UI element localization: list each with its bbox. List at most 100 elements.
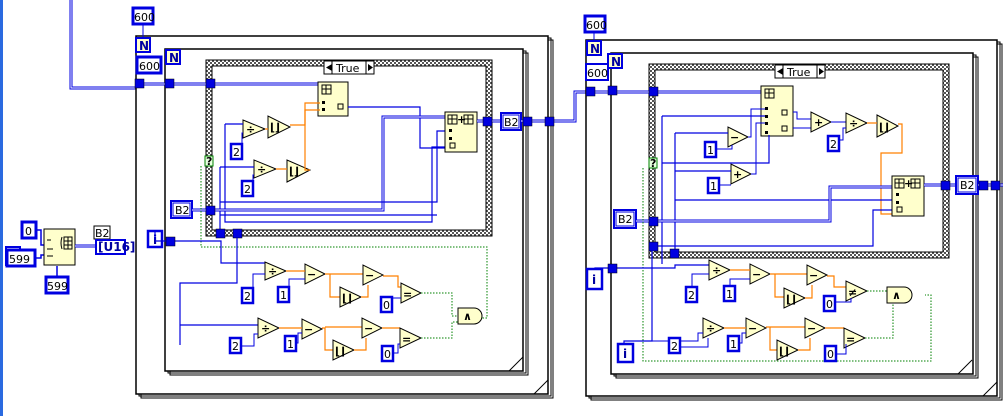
- outer-count-terminal[interactable]: [135, 37, 151, 53]
- svg-text:2: 2: [830, 138, 837, 151]
- floor-node[interactable]: [332, 339, 356, 361]
- divide-node[interactable]: [257, 317, 281, 339]
- case-selector-terminal[interactable]: [648, 157, 658, 169]
- numeric-constant[interactable]: [379, 295, 394, 314]
- loop-2: 600 N N 600 True +: [583, 14, 1003, 401]
- tunnel: [978, 180, 989, 191]
- and-node[interactable]: [886, 286, 913, 304]
- svg-text:÷: ÷: [849, 117, 858, 130]
- divide-node[interactable]: [242, 119, 267, 139]
- floor-node[interactable]: [776, 339, 800, 361]
- svg-text:599: 599: [47, 280, 68, 293]
- tunnel: [215, 228, 226, 239]
- numeric-constant[interactable]: [826, 134, 841, 153]
- case-selector[interactable]: True: [323, 60, 375, 75]
- tunnel: [232, 228, 243, 239]
- case-next-arrow-icon[interactable]: [819, 68, 824, 75]
- subtract-node[interactable]: [804, 317, 827, 339]
- loop-1: 600 N N 600 True: [69, 0, 590, 399]
- b2-local-variable-in[interactable]: [613, 209, 637, 229]
- tunnel: [669, 248, 680, 259]
- equal-node[interactable]: [399, 327, 423, 349]
- subtract-node[interactable]: [361, 317, 384, 339]
- initialize-array-node[interactable]: [43, 228, 76, 266]
- case-prev-arrow-icon[interactable]: [326, 64, 332, 71]
- numeric-constant[interactable]: [667, 336, 682, 355]
- floor-node[interactable]: [339, 286, 363, 308]
- not-equal-node[interactable]: [845, 280, 869, 302]
- numeric-constant[interactable]: [822, 294, 837, 313]
- tunnel: [482, 116, 493, 127]
- divide-node[interactable]: [845, 112, 869, 134]
- equal-node[interactable]: [400, 282, 423, 304]
- svg-text:÷: ÷: [712, 264, 721, 277]
- divide-node[interactable]: [253, 159, 278, 179]
- array-indicator-u16[interactable]: [95, 239, 126, 255]
- svg-text:1: 1: [726, 288, 733, 301]
- inner-count-constant[interactable]: [585, 63, 609, 81]
- svg-text:÷: ÷: [261, 322, 270, 335]
- svg-text:+: +: [814, 116, 823, 129]
- and-node[interactable]: [457, 307, 483, 325]
- svg-text:⌊⌋: ⌊⌋: [786, 293, 796, 306]
- case-next-arrow-icon[interactable]: [368, 64, 373, 71]
- tunnel: [165, 236, 176, 247]
- svg-text:2: 2: [671, 340, 678, 353]
- numeric-constant[interactable]: [276, 285, 291, 304]
- numeric-constant[interactable]: [240, 286, 255, 305]
- svg-text:÷: ÷: [706, 322, 715, 335]
- subtract-node[interactable]: [806, 264, 829, 286]
- svg-text:⌊⌋: ⌊⌋: [270, 121, 280, 134]
- numeric-constant[interactable]: [240, 179, 255, 198]
- tunnel: [990, 180, 1001, 191]
- inner-count-constant[interactable]: [135, 55, 163, 75]
- case-prev-arrow-icon[interactable]: [777, 68, 783, 75]
- svg-text:−: −: [304, 323, 313, 336]
- svg-text:÷: ÷: [268, 265, 277, 278]
- svg-text:B2: B2: [95, 227, 110, 240]
- subtract-node[interactable]: [301, 318, 324, 340]
- svg-text:600: 600: [134, 11, 155, 24]
- subtract-node[interactable]: [362, 264, 385, 286]
- floor-node[interactable]: [267, 115, 292, 139]
- subtract-node[interactable]: [749, 263, 772, 285]
- add-node[interactable]: [810, 111, 833, 133]
- tunnel: [164, 78, 175, 89]
- case-selector-terminal[interactable]: [204, 155, 214, 167]
- svg-text:2: 2: [244, 290, 251, 303]
- svg-text:N: N: [611, 55, 621, 69]
- subtract-node[interactable]: [727, 126, 750, 148]
- svg-text:+: +: [904, 177, 913, 190]
- case-selector[interactable]: True: [774, 64, 826, 79]
- svg-text:⌊⌋: ⌊⌋: [289, 165, 299, 178]
- tunnel: [205, 205, 216, 216]
- outer-count-constant[interactable]: [583, 14, 607, 34]
- inner-count-terminal[interactable]: [165, 49, 181, 65]
- tunnel: [205, 78, 216, 89]
- floor-node[interactable]: [286, 159, 312, 183]
- floor-node[interactable]: [876, 114, 900, 138]
- svg-text:1: 1: [710, 180, 717, 193]
- iteration-terminal[interactable]: [616, 342, 635, 364]
- divide-node[interactable]: [702, 317, 726, 339]
- svg-text:2: 2: [232, 340, 239, 353]
- tunnel: [585, 86, 596, 97]
- tunnel: [544, 116, 555, 127]
- svg-text:+: +: [733, 168, 742, 181]
- svg-text:⌊⌋: ⌊⌋: [879, 121, 889, 134]
- equal-node[interactable]: [843, 327, 867, 349]
- divide-node[interactable]: [264, 261, 288, 281]
- add-node[interactable]: [730, 163, 753, 185]
- svg-text:≠: ≠: [848, 286, 857, 299]
- subtract-node[interactable]: [304, 263, 327, 285]
- svg-text:600: 600: [587, 67, 608, 80]
- numeric-constant[interactable]: [229, 142, 244, 161]
- inner-count-terminal[interactable]: [607, 53, 623, 69]
- outer-count-terminal[interactable]: [586, 40, 602, 56]
- svg-text:−: −: [807, 322, 816, 335]
- divide-node[interactable]: [708, 259, 732, 281]
- index-array-node[interactable]: [760, 85, 794, 137]
- floor-node[interactable]: [783, 287, 807, 309]
- tunnel: [134, 78, 145, 89]
- tunnel: [607, 85, 618, 96]
